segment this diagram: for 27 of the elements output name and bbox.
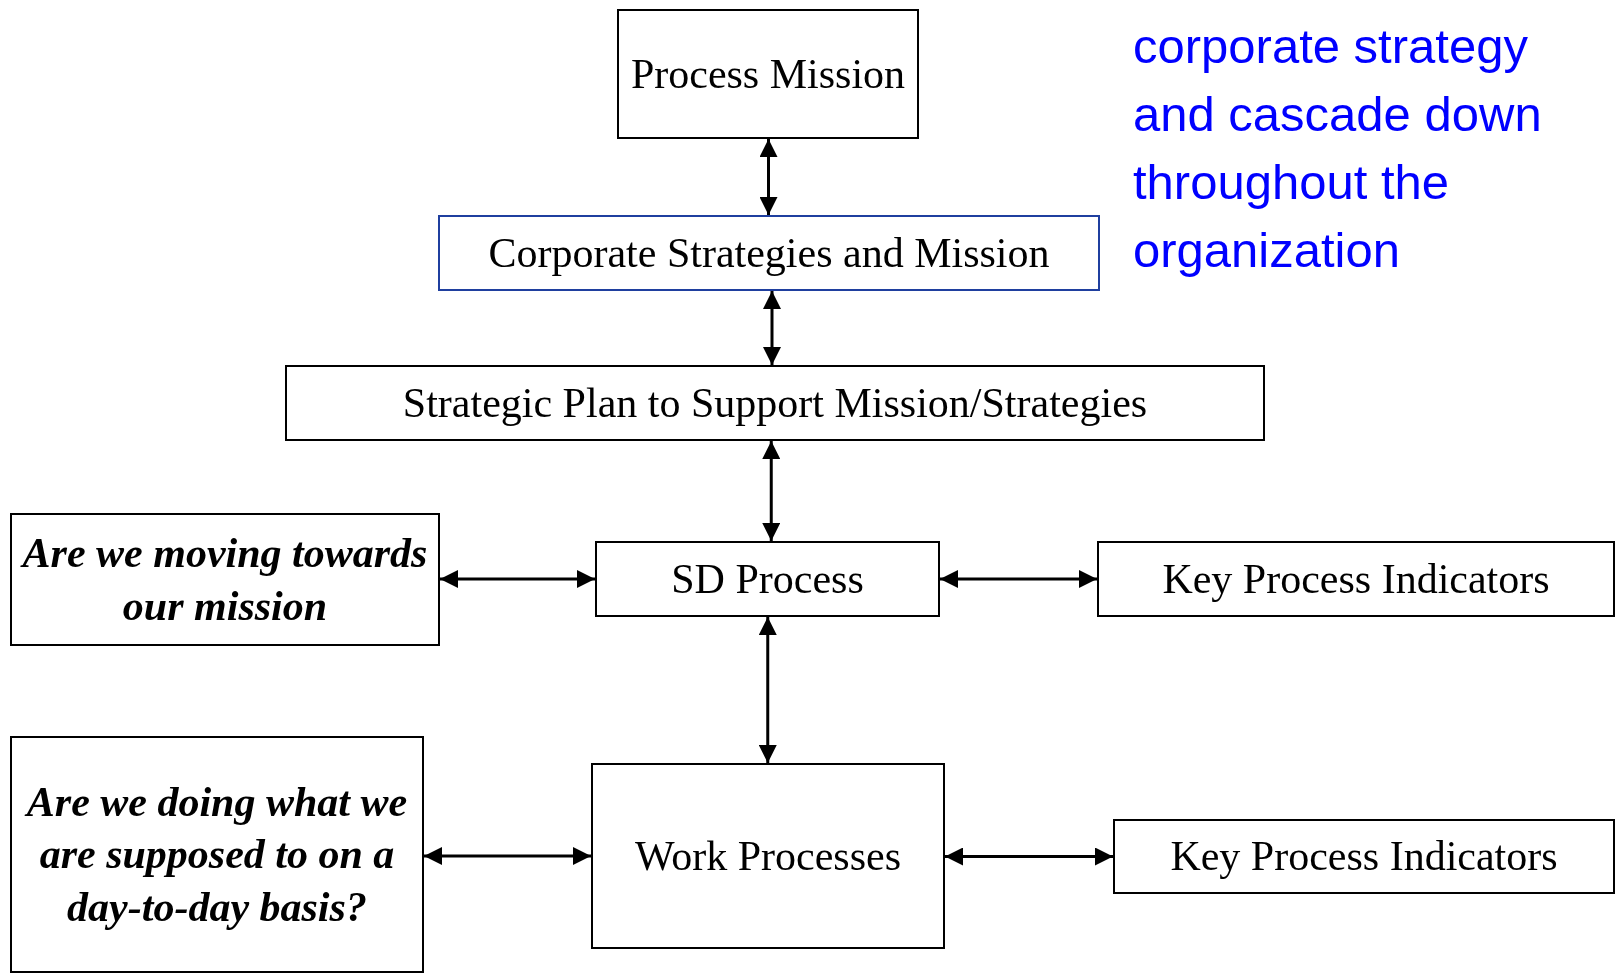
box-label: Process Mission — [629, 49, 907, 99]
process-box — [438, 215, 1100, 291]
box-label: Corporate Strategies and Mission — [487, 228, 1051, 278]
double-arrow — [945, 847, 1113, 866]
process-box — [617, 9, 919, 139]
process-box — [10, 736, 424, 973]
note-text: corporate strategy and cascade down throughout the organization — [1133, 18, 1543, 279]
box-label: Key Process Indicators — [1161, 554, 1551, 604]
box-label: Work Processes — [633, 831, 903, 881]
box-label: Strategic Plan to Support Mission/Strategies — [401, 378, 1149, 428]
double-arrow — [763, 291, 781, 365]
process-box — [1113, 819, 1615, 894]
process-box — [595, 541, 940, 617]
double-arrow — [758, 617, 777, 763]
box-label: Key Process Indicators — [1169, 832, 1559, 882]
double-arrow — [440, 570, 595, 588]
process-box — [1097, 541, 1615, 617]
double-arrow — [762, 441, 781, 541]
double-arrow — [424, 847, 591, 865]
process-box — [591, 763, 945, 949]
question-text: Are we doing what we are supposed to on a day-to-day basis? — [23, 777, 409, 932]
process-box — [10, 513, 440, 646]
box-label: SD Process — [670, 554, 865, 604]
double-arrow — [940, 570, 1097, 588]
question-text: Are we moving towards our mission — [19, 529, 429, 631]
double-arrow — [759, 139, 778, 215]
process-box — [285, 365, 1265, 441]
